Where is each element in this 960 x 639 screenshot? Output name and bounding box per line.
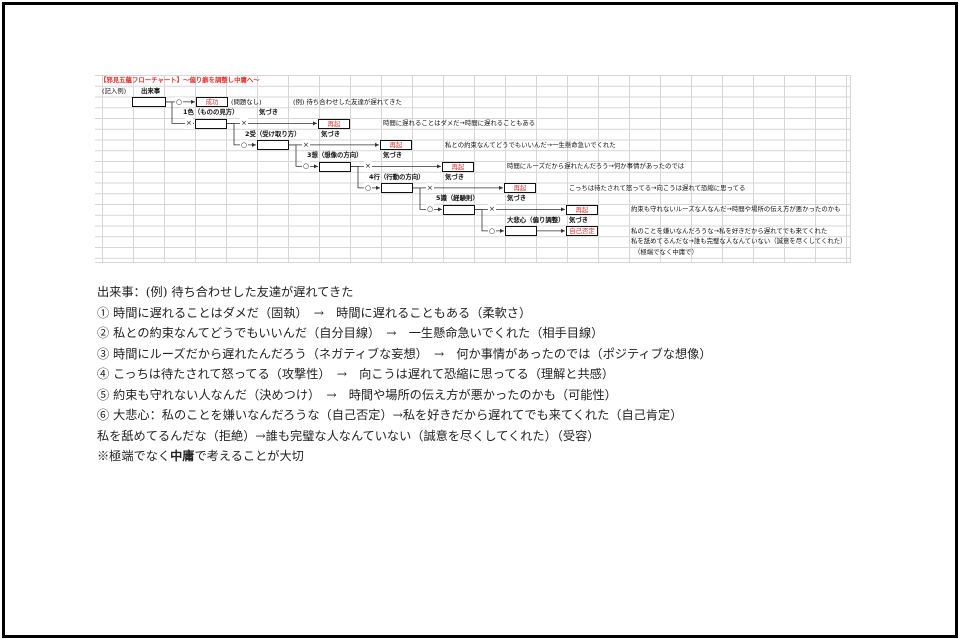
step-box	[319, 161, 351, 172]
reframe-text: 時間に遅れることはダメだ→時間に遅れることもある	[383, 119, 536, 127]
step-label-shiki: 1色（ものの見方）	[183, 108, 239, 117]
summary-line-5: ⑤ 約束も守れない人なんだ（決めつけ） → 時間や場所の伝え方が悪かったのかも（…	[97, 387, 617, 402]
flowchart-title: 【邪見五蘊フローチャート】～偏り癖を調整し中庸へ～	[100, 76, 260, 84]
ng-mark: ×	[185, 118, 193, 129]
notice-label: 気づき	[445, 172, 465, 181]
step-label-daihishin: 大悲心（偏り調整）	[507, 215, 565, 224]
ok-mark: ○	[364, 182, 373, 194]
extra-reframe-text: 私を舐めてるんだな→誰も完璧な人なんていない（誠意を尽くしてくれた）	[631, 237, 847, 246]
notice-label: 気づき	[507, 194, 527, 203]
result-box: 再起	[566, 204, 598, 215]
summary-line-7: 私を舐めてるんだな（拒絶）→誰も完璧な人なんていない（誠意を尽くしてくれた）（受…	[97, 428, 600, 443]
notice-label: 気づき	[569, 215, 589, 224]
notice-label: 気づき	[259, 108, 279, 117]
event-box	[132, 97, 166, 107]
reframe-text: 約束も守れないルーズな人なんだ→時間や場所の伝え方が悪かったのかも	[631, 205, 841, 213]
reframe-text: 私のことを嫌いなんだろうな→私を好きだから遅れてでも来てくれた	[631, 226, 828, 235]
ok-mark: ○	[426, 204, 435, 215]
success-box: 成功	[196, 97, 228, 107]
closing-before: ※極端でなく	[97, 449, 171, 463]
summary-line-2: ② 私との約束なんてどうでもいいんだ（自分目線） → 一生懸命急いでくれた（相手…	[97, 326, 604, 340]
summary-line-1: ① 時間に遅れることはダメだ（固執） → 時間に遅れることもある（柔軟さ）	[97, 305, 532, 320]
ok-mark: ○	[175, 96, 184, 108]
notice-label: 気づき	[321, 129, 341, 138]
ok-mark: ○	[488, 225, 497, 237]
event-label: 出来事	[141, 86, 161, 95]
step-box	[443, 204, 475, 215]
notice-label: 気づき	[383, 151, 403, 160]
reframe-text: 私との約束なんてどうでもいいんだ→一生懸命急いでくれた	[445, 140, 616, 149]
summary-line-4: ④ こっちは待たされて怒ってる（攻撃性） → 向こうは遅れて恐縮に思ってる（理解…	[97, 367, 615, 381]
step-box	[381, 183, 413, 193]
ng-mark: ×	[302, 139, 310, 151]
step-box	[195, 118, 227, 129]
ng-mark: ×	[426, 182, 434, 194]
step-label-ju: 2受（受け取り方）	[245, 129, 301, 138]
summary-event-line: 出来事：(例) 待ち合わせした友達が遅れてきた	[97, 285, 354, 299]
summary-line-6: ⑥ 大悲心：私のことを嫌いなんだろうな（自己否定）→私を好きだから遅れてでも来て…	[97, 408, 683, 422]
result-box: 再起	[504, 183, 536, 193]
reframe-text: こっちは待たされて怒ってる→向こうは遅れて恐縮に思ってる	[569, 183, 746, 192]
closing-after: で考えることが大切	[194, 449, 304, 463]
result-box: 自己否定	[566, 226, 598, 236]
step-box	[505, 226, 537, 236]
result-box: 再起	[380, 140, 412, 150]
example-event: (例) 待ち合わせした友達が遅れてきた	[293, 97, 402, 106]
reframe-text: 時間にルーズだから遅れたんだろう→何か事情があったのでは	[507, 162, 685, 170]
summary-line-3: ③ 時間にルーズだから遅れたんだろう（ネガティブな妄想） → 何か事情があったの…	[97, 346, 712, 361]
flowchart-footnote: （極端でなく中庸で）	[634, 248, 698, 256]
step-label-gyo: 4行（行動の方向）	[369, 172, 425, 181]
step-box	[257, 140, 289, 150]
result-box: 再起	[442, 161, 474, 172]
step-label-shiki-exp: 5識（経験則）	[436, 194, 479, 203]
success-note: (問題なし)	[231, 97, 262, 106]
ok-mark: ○	[240, 139, 249, 151]
ng-mark: ×	[364, 161, 372, 172]
example-label: (記入例)	[102, 86, 127, 95]
summary-closing: ※極端でなく中庸で考えることが大切	[97, 446, 712, 467]
step-label-so: 3想（想像の方向）	[307, 151, 363, 160]
result-box: 再起	[318, 118, 350, 129]
ok-mark: ○	[302, 161, 311, 172]
ng-mark: ×	[488, 204, 496, 215]
ng-mark: ×	[240, 118, 248, 129]
summary-text: 出来事：(例) 待ち合わせした友達が遅れてきた ① 時間に遅れることはダメだ（固…	[97, 282, 712, 467]
closing-emphasis: 中庸	[170, 449, 195, 463]
